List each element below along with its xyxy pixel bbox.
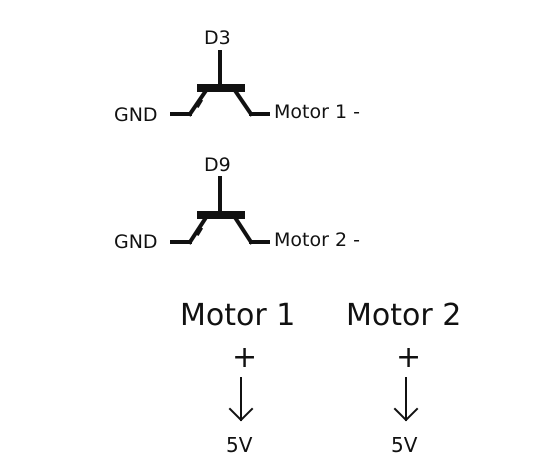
transistor-2-symbol [170, 176, 270, 245]
transistor-1-emitter-leg [187, 89, 208, 117]
transistor-2-collector-label: Motor 2 - [274, 229, 360, 251]
transistor-1-symbol [170, 50, 270, 117]
transistor-2-collector-leg [233, 216, 254, 245]
transistor-2-emitter-label: GND [114, 231, 158, 253]
motor-2-down-arrow-icon [393, 377, 419, 422]
transistor-1-base-label: D3 [204, 27, 231, 49]
transistor-2-emitter-arrow [195, 226, 204, 237]
motor-2-positive-terminal: + [396, 340, 422, 375]
motor-2-supply-label: 5V [391, 433, 418, 457]
motor-1-down-arrow-icon [228, 377, 254, 422]
motor-2-title: Motor 2 [346, 298, 462, 333]
transistor-1-emitter-arrow [195, 98, 204, 109]
transistor-1-emitter-label: GND [114, 104, 158, 126]
transistor-1-collector-label: Motor 1 - [274, 101, 360, 123]
motor-1-positive-terminal: + [232, 340, 258, 375]
transistor-2-emitter-leg [187, 216, 208, 245]
transistor-1-collector-leg [233, 89, 254, 117]
motor-1-supply-label: 5V [226, 433, 253, 457]
transistor-2-base-label: D9 [204, 154, 231, 176]
motor-1-title: Motor 1 [180, 298, 296, 333]
